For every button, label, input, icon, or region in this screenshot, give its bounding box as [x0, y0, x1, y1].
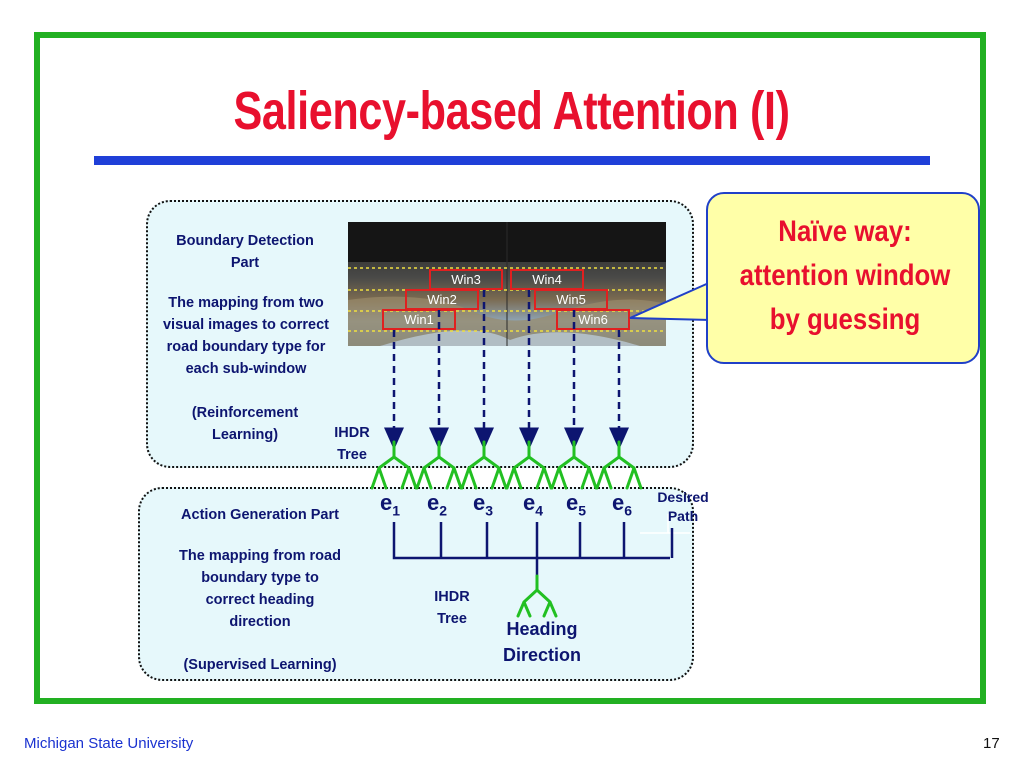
- action-generation-panel: [138, 487, 694, 681]
- heading-direction-label: Heading Direction: [502, 619, 581, 665]
- boundary-detection-description: The mapping from two visual images to co…: [162, 295, 329, 377]
- output-e5: e5: [566, 490, 587, 519]
- callout-text: Naïve way: attention window by guessing: [739, 215, 951, 336]
- heading-ihdr-tree: [516, 574, 558, 618]
- boundary-detection-heading: Boundary Detection Part: [176, 233, 314, 271]
- ihdr-tree-6: [595, 440, 643, 490]
- window-1-box: [382, 309, 456, 330]
- ihdr-tree-label-top: IHDR Tree: [334, 425, 370, 463]
- output-e6: e6: [612, 490, 633, 519]
- footer-page-number: 17: [983, 735, 1000, 752]
- footer-institution: Michigan State University: [24, 735, 194, 752]
- action-generation-heading: Action Generation Part: [181, 507, 339, 523]
- road-camera-image: [348, 222, 666, 346]
- action-generation-description: The mapping from road boundary type to c…: [179, 548, 341, 630]
- callout-pointer-outline: [629, 281, 712, 321]
- window-6-label: Win6: [578, 312, 608, 327]
- window-1-label: Win1: [404, 312, 434, 327]
- slide-frame: [34, 32, 986, 704]
- window-4-label: Win4: [532, 272, 562, 287]
- desired-path-label: Desired Path: [657, 489, 709, 524]
- ihdr-tree-label-bottom: IHDR Tree: [434, 589, 470, 627]
- slide-title: Saliency-based Attention (I): [233, 81, 791, 141]
- ihdr-tree-1: [370, 440, 418, 490]
- output-e2: e2: [427, 490, 448, 519]
- ihdr-tree-2: [415, 440, 463, 490]
- output-e1: e1: [380, 490, 401, 519]
- window-6-box: [556, 309, 630, 330]
- title-underline: [94, 156, 930, 165]
- naive-way-callout: Naïve way: attention window by guessing: [706, 192, 980, 364]
- window-5-label: Win5: [556, 292, 586, 307]
- supervised-learning-label: (Supervised Learning): [183, 657, 337, 673]
- ihdr-tree-5: [550, 440, 598, 490]
- reinforcement-learning-label: (Reinforcement Learning): [191, 405, 299, 443]
- window-3-label: Win3: [451, 272, 481, 287]
- ihdr-tree-3: [460, 440, 508, 490]
- window-2-label: Win2: [427, 292, 457, 307]
- output-e3: e3: [473, 490, 494, 519]
- output-e4: e4: [523, 490, 544, 519]
- ihdr-tree-4: [505, 440, 553, 490]
- slide-title-wrap: Saliency-based Attention (I): [0, 80, 1024, 142]
- output-bus: [392, 522, 670, 578]
